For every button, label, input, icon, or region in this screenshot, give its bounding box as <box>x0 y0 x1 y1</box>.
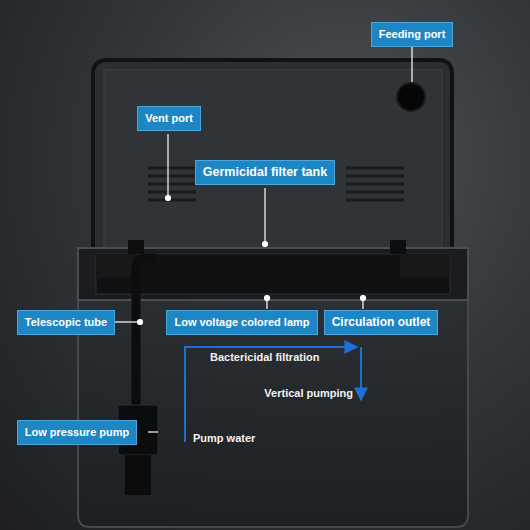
callout-box: Feeding port <box>371 22 454 47</box>
flow-label: Pump water <box>193 432 255 445</box>
callout-box: Circulation outlet <box>324 310 439 335</box>
callout-text: Telescopic tube <box>25 316 107 329</box>
callout-text: Low voltage colored lamp <box>174 316 309 329</box>
feeding-port-hole <box>397 83 425 111</box>
callout-text: Circulation outlet <box>332 316 431 329</box>
telescopic-tube <box>136 258 156 410</box>
flow-label: Vertical pumping <box>264 387 353 400</box>
lid-inner <box>104 70 442 252</box>
flow-arrow <box>185 347 357 442</box>
flow-arrow <box>360 347 362 400</box>
leader-lines <box>113 46 412 432</box>
callout-box: Germicidal filter tank <box>195 160 335 185</box>
tray-corner <box>96 254 136 278</box>
pump-base <box>125 455 151 495</box>
flow-label: Bactericidal filtration <box>210 351 319 364</box>
tray-corner <box>400 254 450 278</box>
callout-text: Feeding port <box>379 28 446 41</box>
callout-box: Telescopic tube <box>17 310 115 335</box>
hinge <box>390 240 406 254</box>
hinge <box>128 240 144 254</box>
lid <box>93 60 452 262</box>
callout-box: Low pressure pump <box>17 420 138 445</box>
callout-box: Low voltage colored lamp <box>166 310 317 335</box>
callout-box: Vent port <box>137 106 201 131</box>
callout-text: Low pressure pump <box>25 426 130 439</box>
callout-text: Vent port <box>145 112 193 125</box>
callout-text: Germicidal filter tank <box>203 166 327 179</box>
